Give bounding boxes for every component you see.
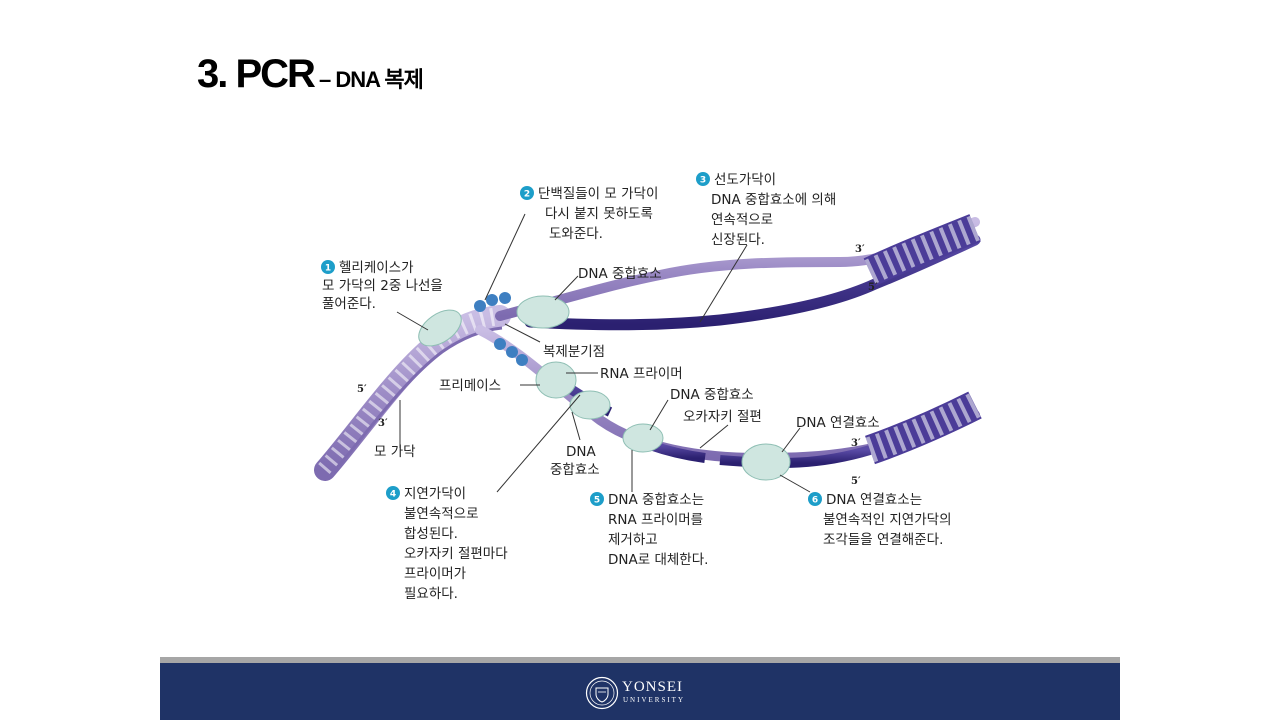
okazaki-fragment-label: 오카자키 절편	[683, 409, 762, 425]
replication-fork-label: 복제분기점	[543, 344, 605, 360]
university-seal-icon	[585, 676, 619, 710]
end-marker: 3′	[851, 438, 861, 449]
step4-line: 프라이머가	[404, 566, 466, 582]
binding-proteins	[474, 292, 528, 366]
step1-line: 헬리케이스가	[339, 260, 414, 276]
step6-badge	[808, 492, 822, 506]
university-name: YONSEI	[622, 679, 683, 695]
page-title: 3. PCR – DNA 복제	[197, 52, 424, 97]
rna-primer-label: RNA 프라이머	[600, 366, 683, 382]
step-badges: 1 2 3 4 5 6	[321, 172, 822, 506]
step4-line: 필요하다.	[404, 586, 458, 602]
dna-ligase-label: DNA 연결효소	[796, 415, 880, 431]
step4-text: 지연가닥이 불연속적으로 합성된다. 오카자키 절편마다 프라이머가 필요하다.	[404, 486, 508, 602]
dna-polymerase-low-label: DNA	[566, 444, 596, 460]
end-marker: 5′	[851, 476, 861, 487]
step3-number: 3	[700, 176, 706, 186]
enzymes	[418, 295, 791, 481]
end-marker: 5′	[357, 384, 367, 395]
step5-line: 제거하고	[608, 532, 658, 548]
step1-text: 헬리케이스가 모 가닥의 2중 나선을 풀어준다.	[322, 260, 443, 312]
step2-line: 다시 붙지 못하도록	[545, 206, 653, 222]
end-marker: 5′	[868, 282, 878, 293]
step5-line: DNA 중합효소는	[608, 492, 704, 508]
title-sub: – DNA 복제	[319, 67, 424, 92]
step3-line: DNA 중합효소에 의해	[711, 192, 836, 208]
step6-line: DNA 연결효소는	[826, 492, 922, 508]
step4-line: 불연속적으로	[404, 506, 479, 522]
dna-polymerase-mid-label: DNA 중합효소	[670, 387, 754, 403]
structure-labels: DNA 중합효소 복제분기점 RNA 프라이머 프리메이스 DNA 중합효소 오…	[374, 266, 880, 478]
step4-badge	[386, 486, 400, 500]
step2-text: 단백질들이 모 가닥이 다시 붙지 못하도록 도와준다.	[538, 186, 658, 242]
step6-line: 조각들을 연결해준다.	[823, 532, 943, 548]
university-subtitle: UNIVERSITY	[623, 696, 685, 704]
step5-line: DNA로 대체한다.	[608, 552, 708, 568]
leader-lines	[396, 213, 811, 493]
parent-strand-label: 모 가닥	[374, 444, 416, 460]
step6-text: DNA 연결효소는 불연속적인 지연가닥의 조각들을 연결해준다.	[823, 492, 952, 548]
step1-line: 풀어준다.	[322, 296, 376, 312]
step1-line: 모 가닥의 2중 나선을	[322, 278, 443, 294]
step6-line: 불연속적인 지연가닥의	[823, 512, 952, 528]
title-main: 3. PCR	[197, 52, 316, 96]
dna-polymerase-low-label: 중합효소	[550, 462, 600, 478]
step3-line: 신장된다.	[711, 232, 765, 248]
step4-line: 합성된다.	[404, 526, 458, 542]
footer-bar	[160, 663, 1120, 720]
step5-badge	[590, 492, 604, 506]
step2-number: 2	[524, 190, 530, 200]
step6-number: 6	[812, 496, 818, 506]
step3-line: 선도가닥이	[714, 172, 776, 188]
step2-badge	[520, 186, 534, 200]
step2-line: 도와준다.	[549, 226, 603, 242]
step5-line: RNA 프라이머를	[608, 512, 703, 528]
footer-divider	[160, 657, 1120, 663]
step2-line: 단백질들이 모 가닥이	[538, 186, 658, 202]
leading-strand-pair	[495, 214, 981, 331]
step1-badge	[321, 260, 335, 274]
step1-number: 1	[325, 264, 331, 274]
step4-line: 지연가닥이	[404, 486, 466, 502]
step3-line: 연속적으로	[711, 212, 773, 228]
end-marker: 3′	[378, 418, 388, 429]
end-marker: 3′	[855, 244, 865, 255]
dna-polymerase-top-label: DNA 중합효소	[578, 266, 662, 282]
step4-line: 오카자키 절편마다	[404, 546, 508, 562]
step3-text: 선도가닥이 DNA 중합효소에 의해 연속적으로 신장된다.	[711, 172, 836, 248]
step5-text: DNA 중합효소는 RNA 프라이머를 제거하고 DNA로 대체한다.	[608, 492, 708, 568]
step5-number: 5	[594, 496, 600, 506]
step3-badge	[696, 172, 710, 186]
strand-end-markers: 3′ 5′ 3′ 5′ 5′ 3′	[357, 244, 878, 487]
step4-number: 4	[390, 490, 396, 500]
primase-label: 프리메이스	[439, 378, 501, 394]
